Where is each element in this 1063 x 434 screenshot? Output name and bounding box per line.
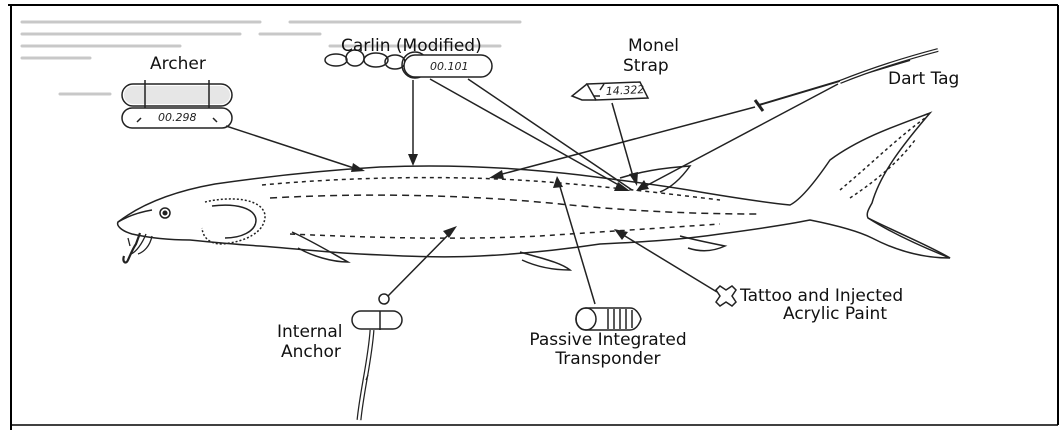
pit-tag-icon <box>576 308 641 330</box>
anchor-label-line1: Internal <box>277 323 343 342</box>
archer-label: Archer <box>150 55 206 74</box>
monel-label-line2: Strap <box>623 57 669 76</box>
anchor-label-line2: Anchor <box>281 343 341 362</box>
carlin-tag-number: 00.101 <box>430 60 469 73</box>
internal-anchor-icon <box>352 294 402 420</box>
pit-label-line2: Transponder <box>508 350 708 369</box>
monel-label-line1: Monel <box>628 37 679 56</box>
dart-tag-label: Dart Tag <box>888 70 959 89</box>
archer-tag-number: 00.298 <box>158 111 197 124</box>
tattoo-label-line2: Acrylic Paint <box>783 305 887 324</box>
pointer-lines <box>226 79 838 304</box>
carlin-label: Carlin (Modified) <box>341 37 482 56</box>
tattoo-cross-icon <box>716 286 736 306</box>
monel-tag-number: 14.322 <box>605 83 644 98</box>
pit-label-line1: Passive Integrated <box>508 331 708 350</box>
